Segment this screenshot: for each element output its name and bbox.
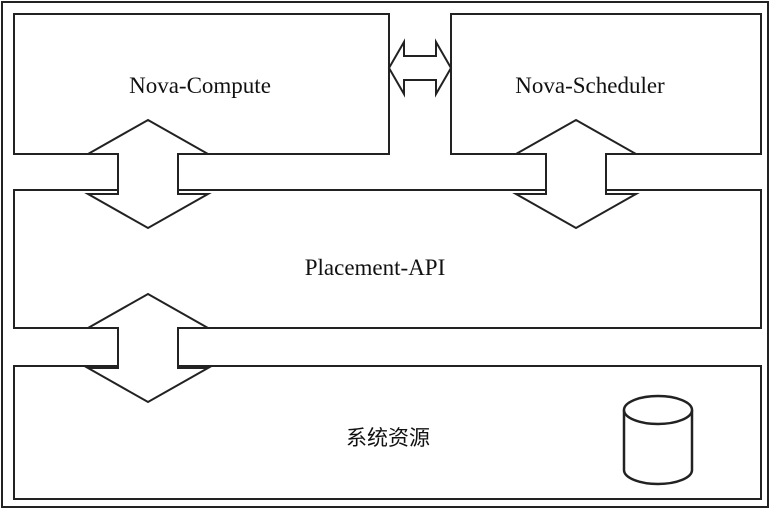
system-resources-label: 系统资源 [346, 426, 430, 450]
compute-scheduler-arrow [387, 38, 453, 98]
placement-resources-arrow [84, 292, 212, 404]
database-icon [622, 394, 694, 486]
compute-placement-arrow [84, 118, 212, 230]
nova-scheduler-box: Nova-Scheduler [450, 13, 762, 155]
nova-compute-box: Nova-Compute [13, 13, 390, 155]
nova-compute-label: Nova-Compute [129, 73, 271, 98]
nova-scheduler-label: Nova-Scheduler [515, 73, 665, 98]
scheduler-placement-arrow [512, 118, 640, 230]
placement-api-label: Placement-API [305, 255, 446, 280]
